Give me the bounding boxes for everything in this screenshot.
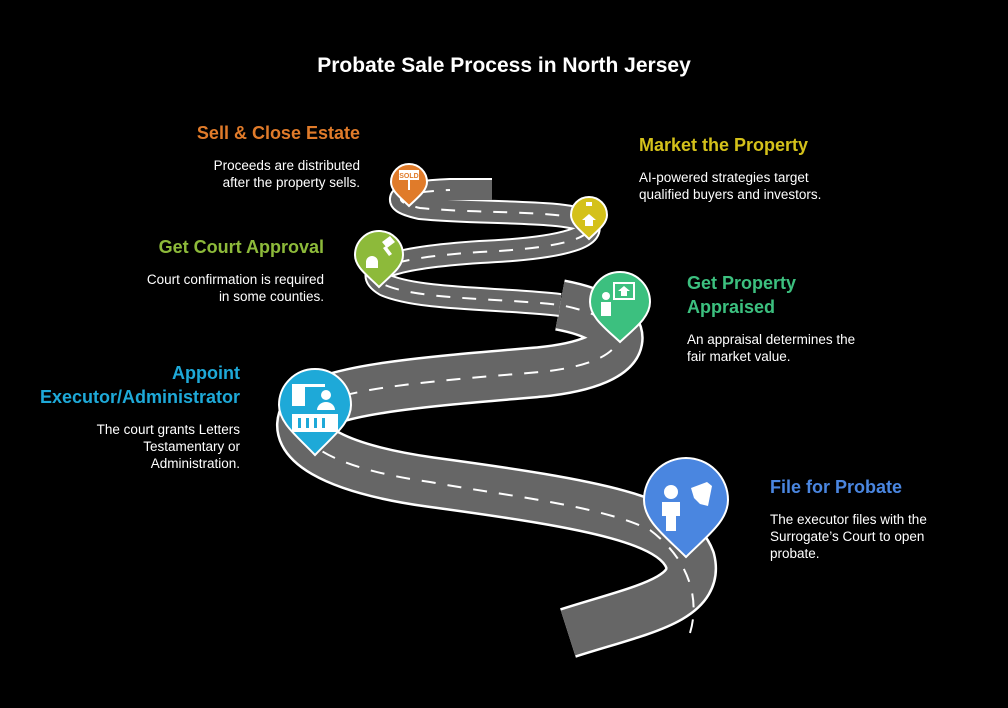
pin-appraised bbox=[588, 271, 652, 344]
person-document-icon bbox=[662, 482, 712, 531]
step-get-court-approval: Get Court Approval Court confirmation is… bbox=[64, 235, 324, 305]
step-file-for-probate: File for Probate The executor files with… bbox=[770, 475, 960, 562]
step-description: AI-powered strategies target qualified b… bbox=[639, 170, 822, 202]
road-lower bbox=[278, 281, 715, 656]
gavel-icon bbox=[366, 236, 395, 268]
step-description: The executor files with the Surrogate’s … bbox=[770, 512, 927, 561]
appraiser-house-icon bbox=[601, 282, 635, 316]
step-title: Market the Property bbox=[639, 135, 809, 155]
pin-appoint bbox=[277, 368, 353, 457]
pin-sell-close: SOLD bbox=[389, 163, 429, 208]
step-title: Sell & Close Estate bbox=[196, 123, 360, 143]
diagram-title: Probate Sale Process in North Jersey bbox=[317, 54, 691, 77]
step-description: An appraisal determines the fair market … bbox=[687, 332, 856, 364]
pin-court-approval bbox=[353, 230, 405, 289]
step-sell-close-estate: Sell & Close Estate Proceeds are distrib… bbox=[100, 121, 360, 191]
pin-file-probate bbox=[642, 457, 730, 559]
step-description: Court confirmation is required in some c… bbox=[146, 272, 324, 304]
step-title: Get Property Appraised bbox=[687, 273, 797, 317]
sold-sign-icon bbox=[399, 170, 419, 180]
house-network-icon bbox=[582, 202, 596, 226]
pin-market bbox=[569, 196, 609, 241]
step-title: File for Probate bbox=[770, 477, 903, 497]
step-title: Get Court Approval bbox=[158, 237, 324, 257]
svg-text:SOLD: SOLD bbox=[399, 173, 418, 180]
step-description: Proceeds are distributed after the prope… bbox=[213, 158, 360, 190]
step-description: The court grants Letters Testamentary or… bbox=[96, 422, 240, 471]
step-title: Appoint Executor/Administrator bbox=[39, 363, 240, 407]
step-appoint-executor: Appoint Executor/Administrator The court… bbox=[0, 361, 240, 472]
step-get-property-appraised: Get Property Appraised An appraisal dete… bbox=[687, 271, 887, 365]
step-market-property: Market the Property AI-powered strategie… bbox=[639, 133, 839, 203]
